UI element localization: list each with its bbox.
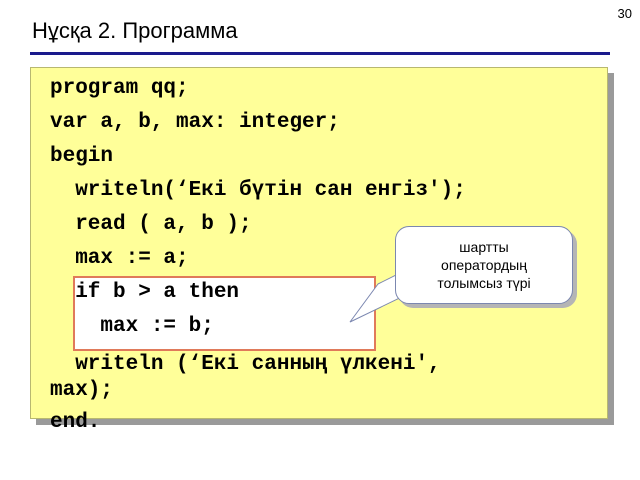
callout-line-3: толымсыз түрі (437, 275, 531, 291)
code-line-writeln-prompt: writeln(‘Екі бүтін сан енгіз'); (50, 179, 466, 202)
if-statement-highlight (73, 276, 376, 351)
code-line-end: end. (50, 411, 101, 434)
page-number: 30 (617, 6, 632, 21)
code-line-writeln-result: writeln (‘Екі санның үлкені', max); (50, 353, 441, 402)
code-line-read: read ( a, b ); (50, 213, 252, 236)
callout-bubble: шартты оператордың толымсыз түрі (395, 226, 573, 304)
title-divider (30, 52, 610, 55)
callout-line-1: шартты (459, 239, 509, 255)
code-line-if: if b > a then (50, 281, 240, 304)
slide-title: Нұсқа 2. Программа (32, 18, 238, 43)
code-line-begin: begin (50, 145, 114, 168)
code-block: program qq;var a, b, max: integer;begin … (50, 72, 466, 440)
code-line-assign-b: max := b; (50, 315, 214, 338)
code-line-program: program qq; (50, 77, 189, 100)
callout-line-2: оператордың (441, 257, 527, 273)
code-line-var: var a, b, max: integer; (50, 111, 340, 134)
code-line-assign-a: max := a; (50, 247, 189, 270)
